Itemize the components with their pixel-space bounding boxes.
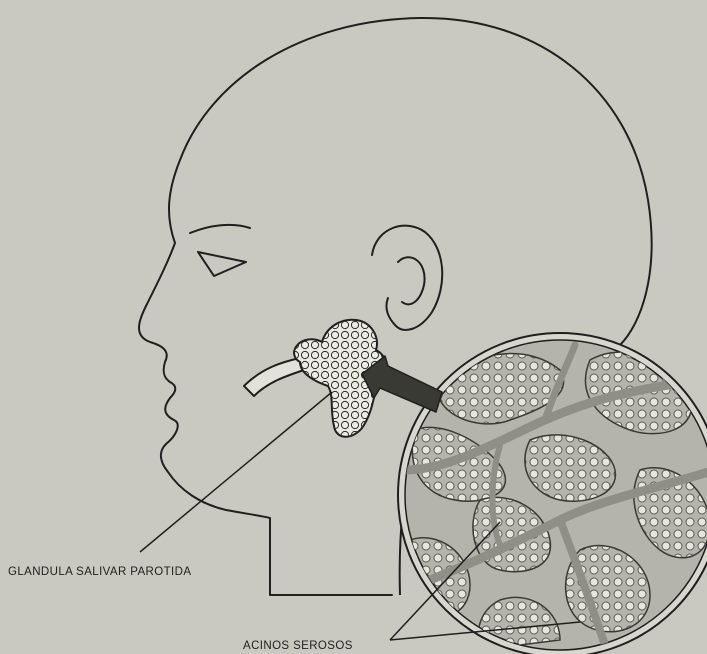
label-serous-acini: ACINOS SEROSOS bbox=[243, 640, 353, 652]
label-parotid-gland: GLANDULA SALIVAR PAROTIDA bbox=[8, 566, 191, 578]
